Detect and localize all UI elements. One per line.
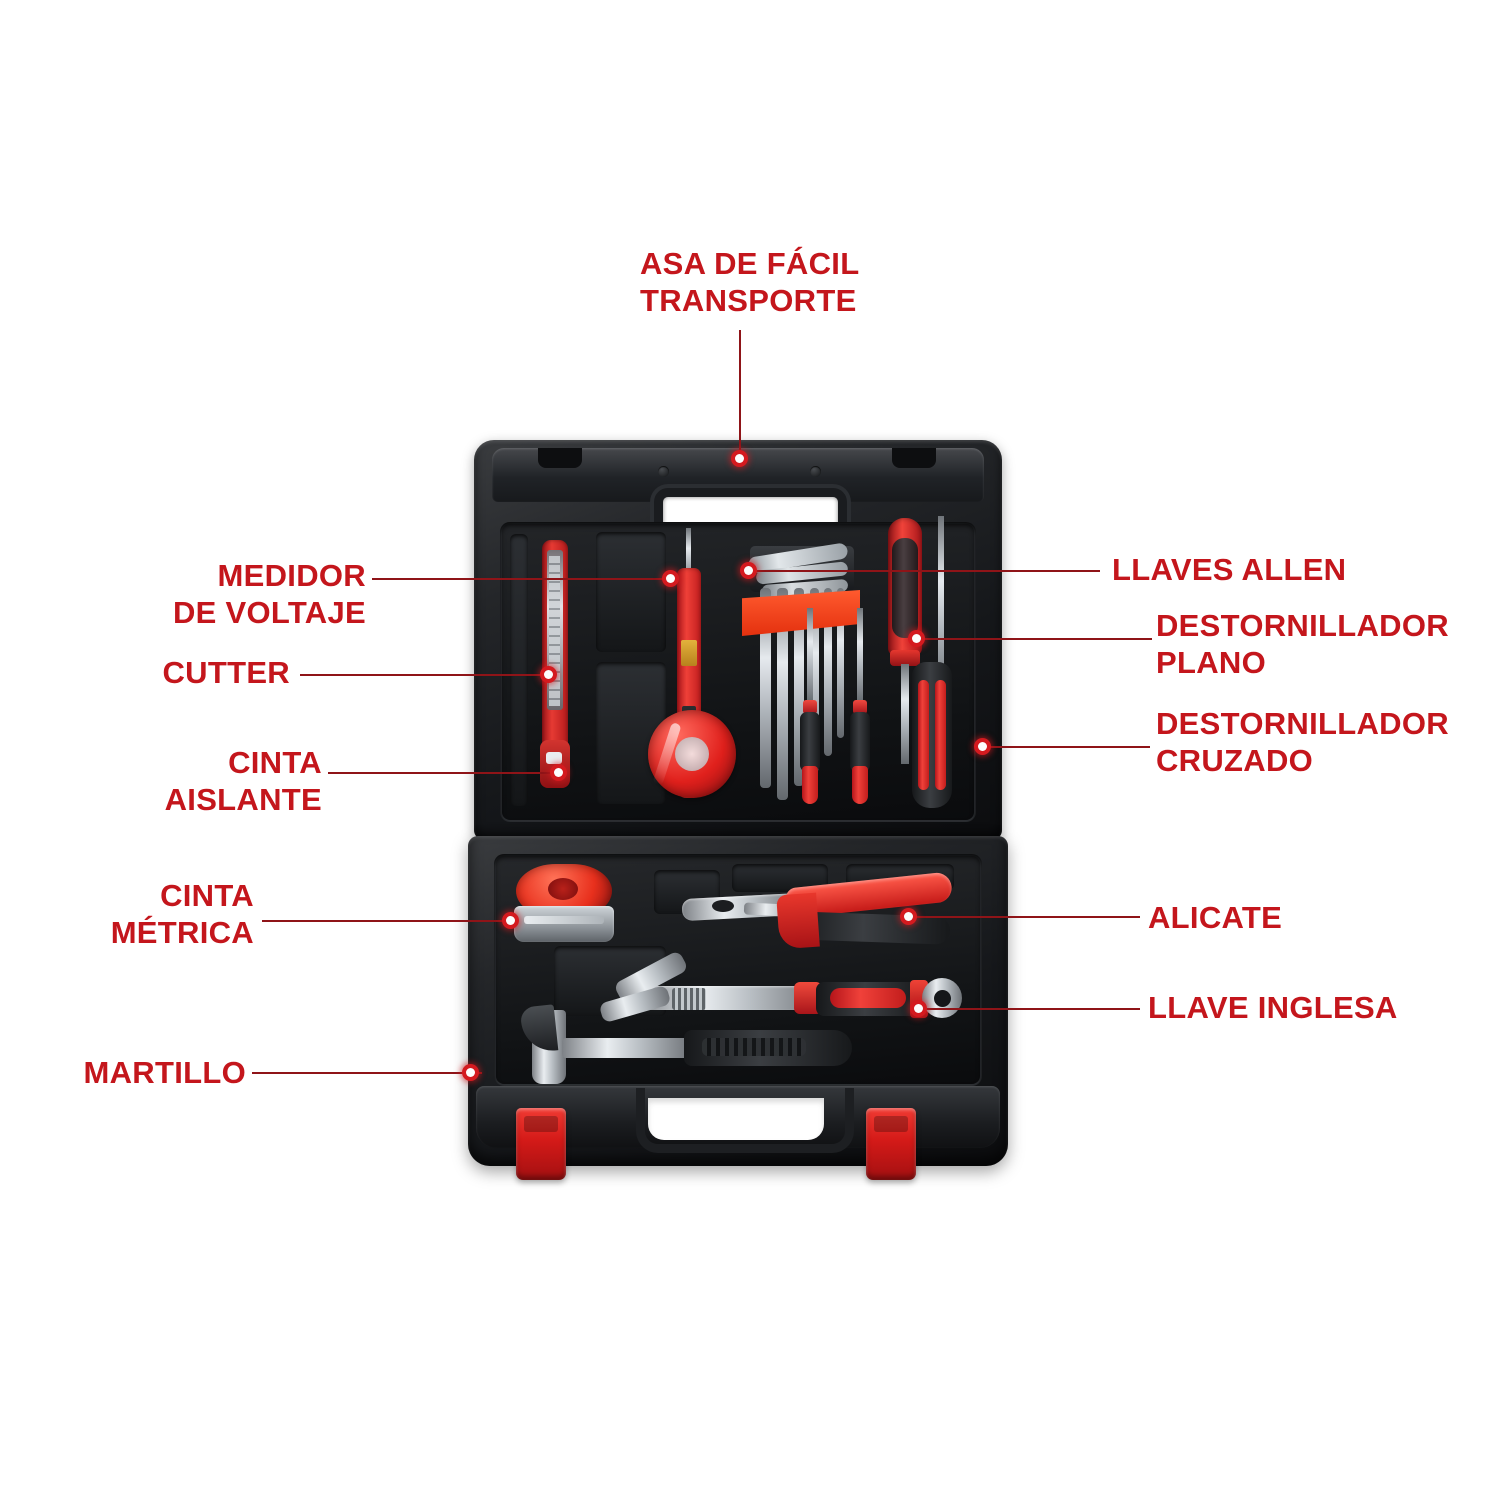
screw-icon xyxy=(658,466,669,477)
leader-line-tape-measure xyxy=(262,920,512,922)
case-base xyxy=(468,836,1008,1180)
base-grip-cutout xyxy=(648,1098,824,1140)
leader-dot-handle xyxy=(731,450,748,467)
leader-dot-tape-measure xyxy=(502,912,519,929)
leader-dot-pliers xyxy=(900,908,917,925)
leader-dot-voltage-tester xyxy=(662,570,679,587)
lid-tray xyxy=(500,516,976,822)
callout-label-destornillador-plano: DESTORNILLADOR PLANO xyxy=(1156,608,1449,680)
case-lid xyxy=(474,440,1002,840)
tray-slot xyxy=(510,534,528,806)
leader-line-voltage-tester xyxy=(372,578,672,580)
leader-dot-phillips-screwdriver xyxy=(974,738,991,755)
allen-key-set xyxy=(742,532,860,804)
precision-screwdriver xyxy=(850,608,870,804)
callout-label-asa-de-facil-transporte: ASA DE FÁCIL TRANSPORTE xyxy=(640,246,860,318)
base-tray xyxy=(494,854,982,1086)
leader-dot-cutter xyxy=(540,666,557,683)
adjustable-wrench xyxy=(594,949,962,1034)
leader-line-tape xyxy=(328,772,560,774)
leader-dot-flat-screwdriver xyxy=(908,630,925,647)
phillips-screwdriver xyxy=(884,518,926,768)
electrical-tape xyxy=(648,710,736,798)
base-grip-frame xyxy=(636,1088,854,1153)
callout-label-destornillador-cruzado: DESTORNILLADOR CRUZADO xyxy=(1156,706,1449,778)
callout-label-martillo: MARTILLO xyxy=(83,1055,246,1090)
phillips-screwdriver-large xyxy=(908,662,956,808)
leader-line-handle xyxy=(739,330,741,458)
precision-screwdriver xyxy=(800,608,820,804)
callout-label-llave-inglesa: LLAVE INGLESA xyxy=(1148,990,1398,1025)
callout-label-medidor-de-voltaje: MEDIDOR DE VOLTAJE xyxy=(172,558,366,630)
callout-label-alicate: ALICATE xyxy=(1148,900,1283,935)
pliers xyxy=(681,871,954,960)
callout-label-cinta-metrica: CINTA MÉTRICA xyxy=(110,878,254,950)
lid-notch xyxy=(892,448,936,468)
leader-line-cutter xyxy=(300,674,550,676)
screw-icon xyxy=(810,466,821,477)
callout-label-cinta-aislante: CINTA AISLANTE xyxy=(164,745,322,817)
leader-dot-wrench xyxy=(910,1000,927,1017)
latch-right[interactable] xyxy=(866,1108,916,1180)
leader-dot-allen xyxy=(740,562,757,579)
leader-dot-hammer xyxy=(462,1064,479,1081)
leader-line-hammer xyxy=(252,1072,482,1074)
leader-line-flat-screwdriver xyxy=(916,638,1152,640)
lid-notch xyxy=(538,448,582,468)
callout-label-llaves-allen: LLAVES ALLEN xyxy=(1112,552,1347,587)
tray-slot xyxy=(596,532,666,652)
tape-measure xyxy=(514,864,614,944)
leader-line-wrench xyxy=(918,1008,1140,1010)
latch-left[interactable] xyxy=(516,1108,566,1180)
toolbox-case xyxy=(468,440,1008,1250)
callout-label-cutter: CUTTER xyxy=(162,655,290,690)
leader-line-phillips-screwdriver xyxy=(982,746,1150,748)
leader-line-pliers xyxy=(908,916,1140,918)
hammer xyxy=(519,1002,852,1088)
leader-line-allen xyxy=(748,570,1100,572)
leader-dot-tape xyxy=(550,764,567,781)
